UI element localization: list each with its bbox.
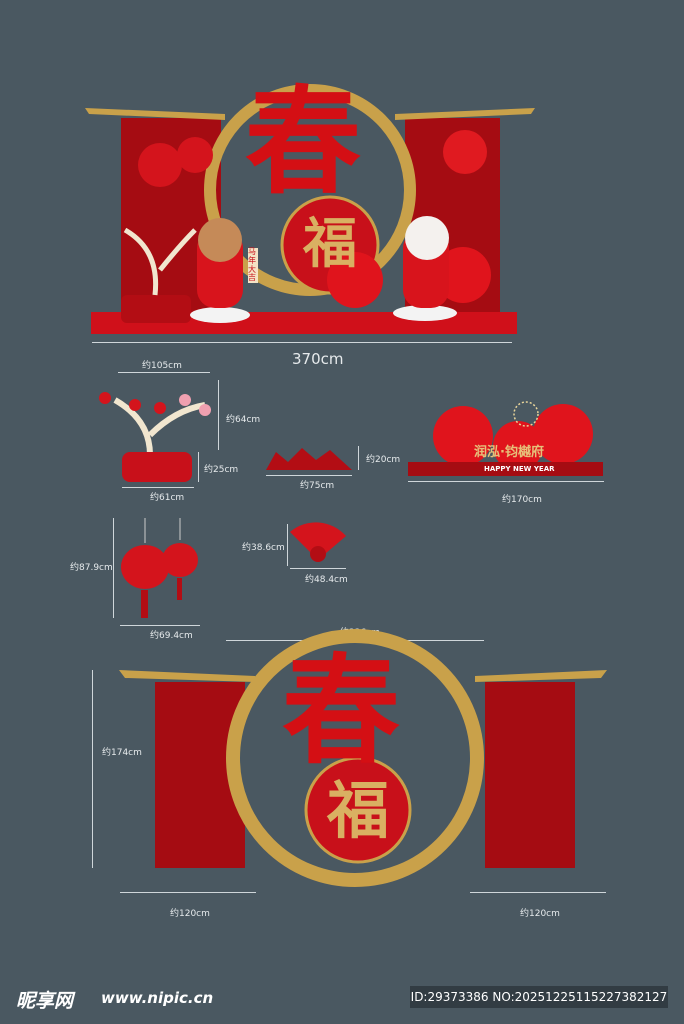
fan-height: 约38.6cm	[242, 543, 285, 553]
backdrop-left-width: 约120cm	[170, 909, 210, 919]
scene-width-label: 370cm	[292, 350, 344, 368]
fan-board-width: 约170cm	[502, 495, 542, 505]
dimension-line	[120, 625, 200, 626]
brand-name: 润泓·钧樾府	[474, 445, 544, 460]
mountain-graphic	[266, 448, 352, 470]
dimension-line	[290, 568, 346, 569]
backdrop-right-width: 约120cm	[520, 909, 560, 919]
backdrop-fu-character: 福	[327, 774, 390, 847]
scroll-text: 马年大吉	[248, 247, 258, 284]
dimension-line	[358, 446, 359, 470]
slogan: HAPPY NEW YEAR	[484, 465, 555, 473]
main-scene: 春 福 马年大吉	[85, 80, 535, 340]
fan-width: 约48.4cm	[305, 575, 348, 585]
backdrop-spring-character: 春	[282, 641, 401, 780]
dimension-line	[266, 475, 352, 476]
fan-board-graphic	[408, 401, 603, 476]
watermark-url: www.nipic.cn	[101, 989, 214, 1007]
dimension-line	[470, 892, 606, 893]
scene-graphics	[85, 84, 535, 334]
tree-base-width: 约61cm	[150, 493, 185, 503]
lanterns-height: 约87.9cm	[70, 563, 113, 573]
fu-character: 福	[303, 211, 357, 275]
dimension-line	[92, 342, 512, 343]
dimension-line	[122, 487, 194, 488]
dimension-line	[408, 481, 604, 482]
dimension-line	[92, 670, 93, 868]
tree-base-height: 约25cm	[204, 465, 239, 475]
watermark-logo: 昵享网	[16, 990, 74, 1012]
dimension-line	[118, 372, 210, 373]
dimension-line	[287, 524, 288, 566]
backdrop-height: 约174cm	[102, 748, 142, 758]
lanterns-graphic	[121, 518, 198, 618]
tree-graphic	[99, 392, 211, 482]
watermark-id: ID:29373386 NO:20251225115227382127	[410, 986, 668, 1008]
mountain-height: 约20cm	[366, 455, 401, 465]
tree-height: 约64cm	[226, 415, 261, 425]
spring-character: 春	[245, 74, 361, 210]
backdrop-graphic	[119, 629, 607, 887]
mountain-width: 约75cm	[300, 481, 335, 491]
dimension-line	[198, 452, 199, 482]
tree-width: 约105cm	[142, 361, 182, 371]
dimension-line	[218, 380, 219, 450]
dimension-line	[120, 892, 256, 893]
fan-graphic	[290, 522, 346, 562]
lanterns-width: 约69.4cm	[150, 631, 193, 641]
dimension-line	[113, 518, 114, 618]
